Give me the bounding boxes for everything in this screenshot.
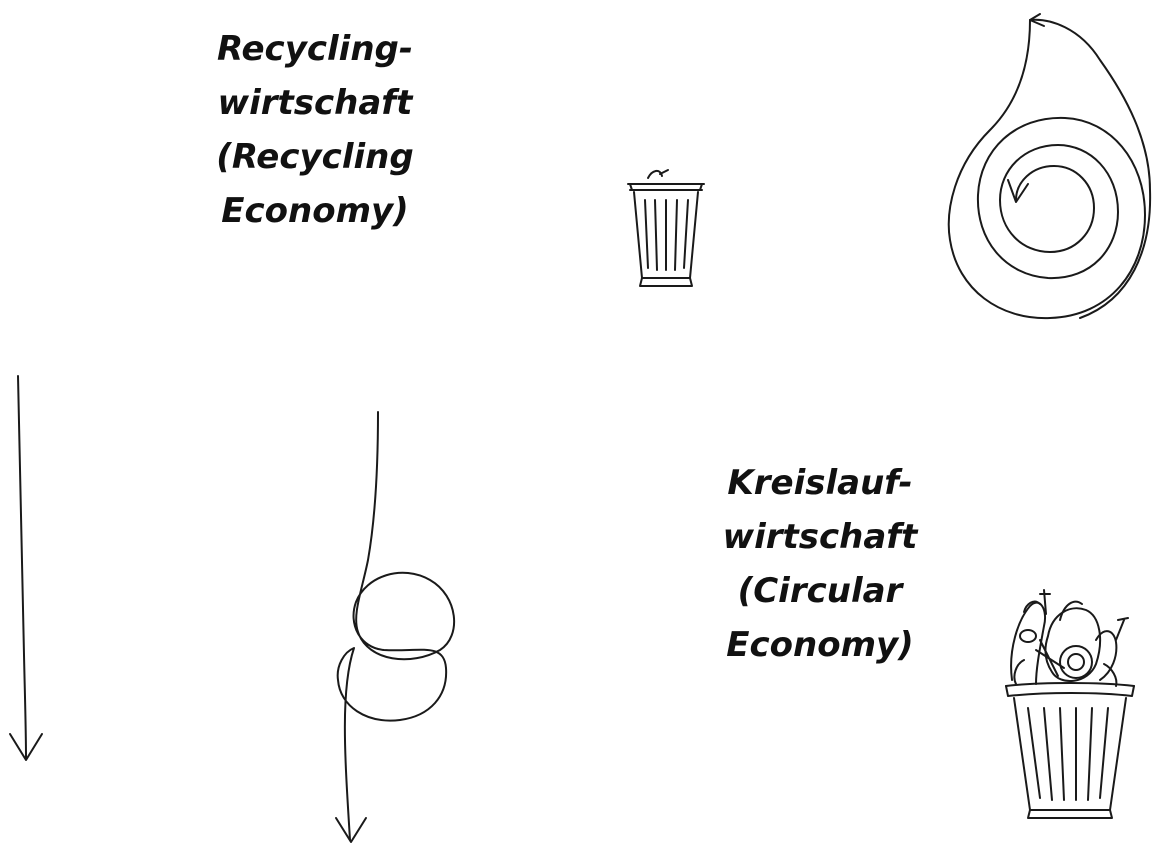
trash-bin-icon [627, 169, 705, 287]
spiral-arrow-icon [947, 13, 1152, 320]
recycling-economy-label: Recycling- wirtschaft (Recycling Economy… [200, 22, 430, 238]
circular-label-line-1: Kreislauf- [727, 463, 913, 503]
recycling-label-line-3: (Recycling [216, 137, 414, 177]
circular-label-line-3: (Circular [737, 571, 903, 611]
recycling-label-line-2: wirtschaft [217, 83, 413, 123]
recycling-label-line-1: Recycling- [217, 29, 413, 69]
circular-label-line-4: Economy) [726, 625, 914, 665]
looped-down-arrow-icon [335, 411, 456, 843]
straight-down-arrow-icon [9, 375, 43, 761]
full-trash-bin-icon [1005, 589, 1135, 819]
circular-economy-label: Kreislauf- wirtschaft (Circular Economy) [700, 456, 940, 672]
recycling-label-line-4: Economy) [221, 191, 409, 231]
circular-label-line-2: wirtschaft [722, 517, 918, 557]
